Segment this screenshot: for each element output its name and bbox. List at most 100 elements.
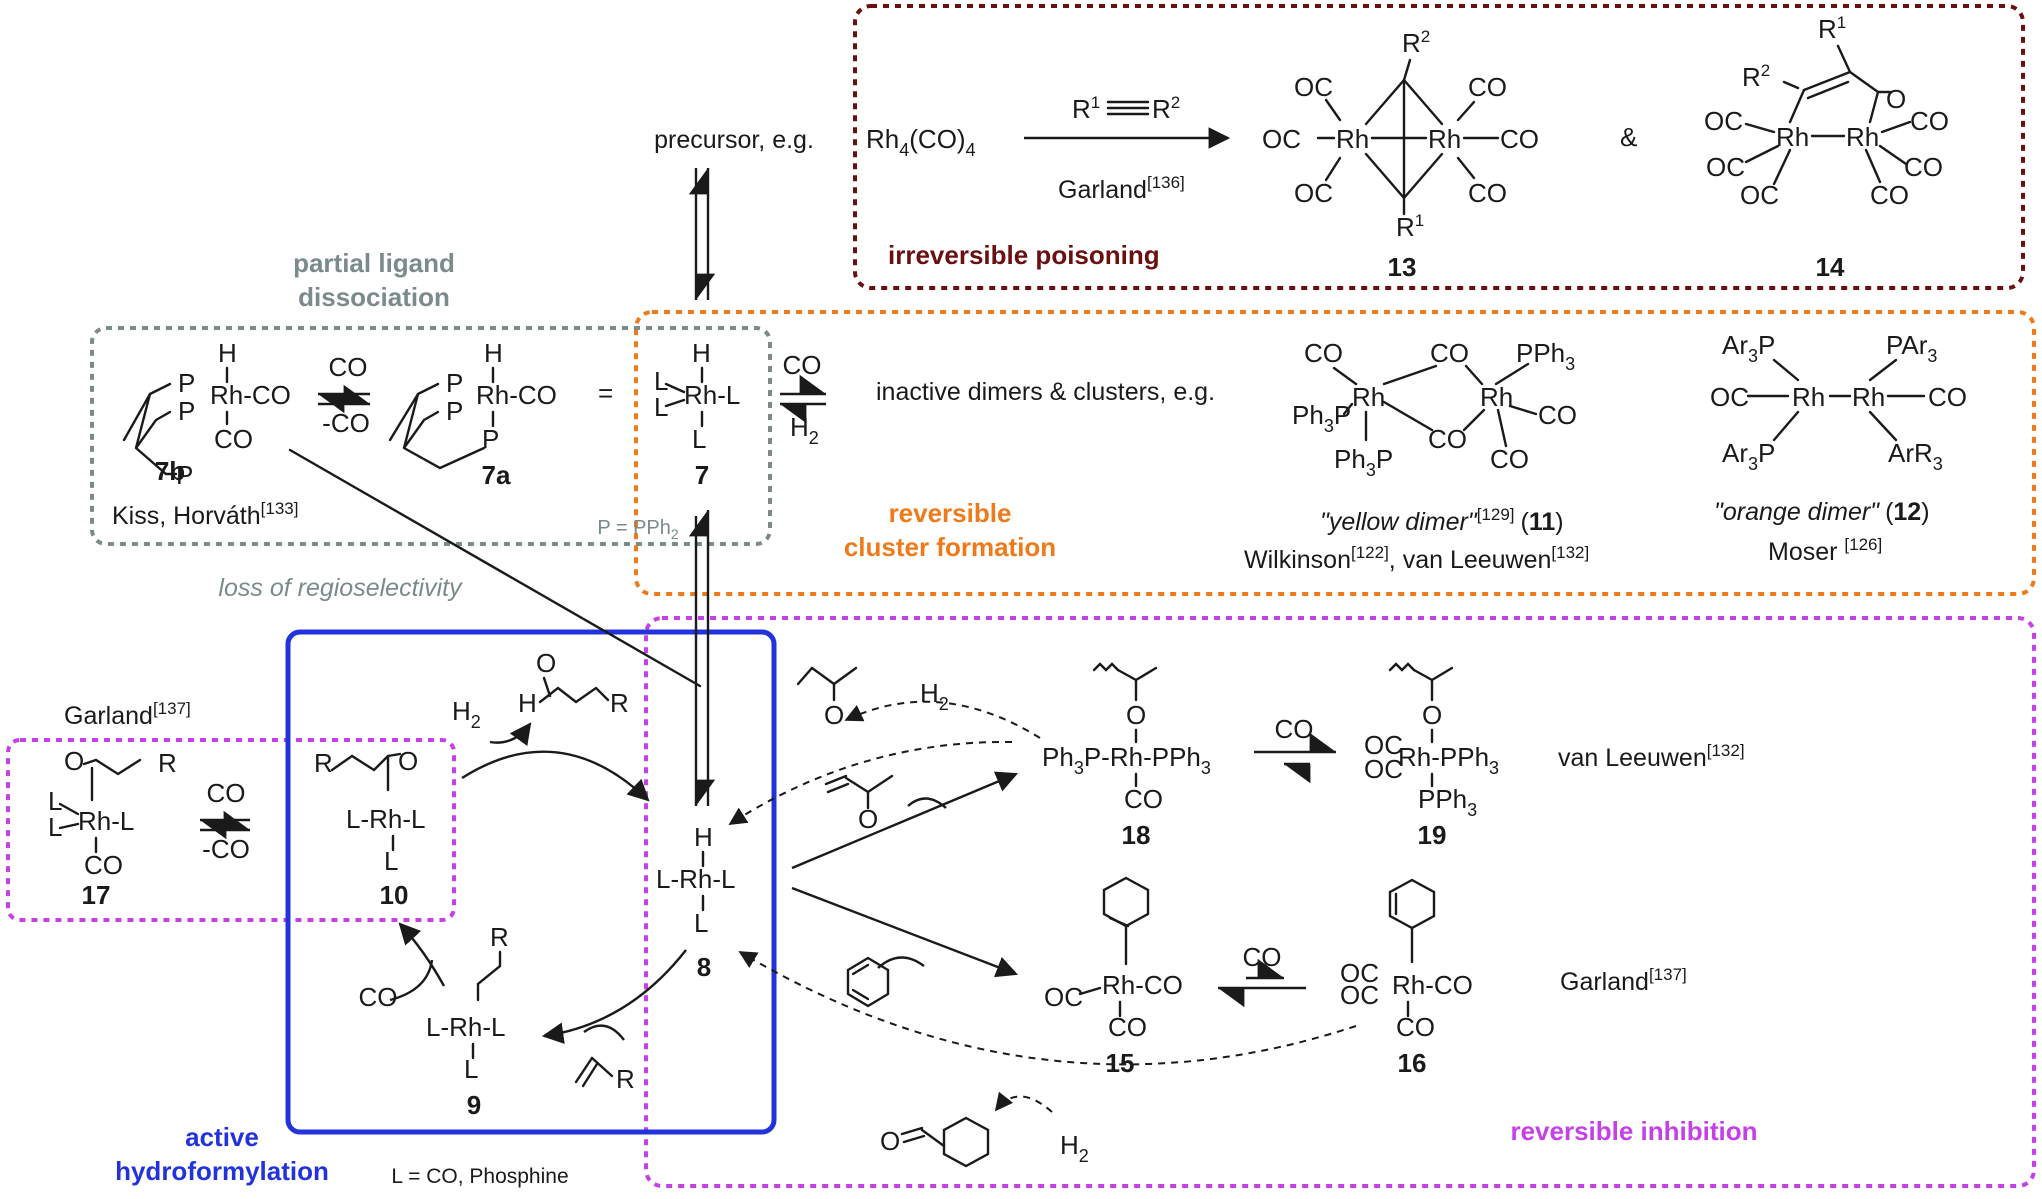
compound-16-label: 16 [1398,1048,1427,1078]
diene-insert-arc [877,956,925,969]
svg-text:Rh-CO: Rh-CO [1102,970,1183,1000]
aldehyde-product: H O R [518,648,629,718]
svg-text:R: R [610,688,629,718]
alkyne-reagent: R1 R2 [1072,93,1180,124]
compound-14-label: 14 [1816,252,1845,282]
compound-8-label: 8 [697,952,711,982]
svg-text:CO: CO [1468,72,1507,102]
compound-7-label: 7 [695,460,709,490]
svg-text:OC: OC [1044,982,1083,1012]
svg-text:R: R [490,922,509,952]
svg-text:Rh-CO: Rh-CO [1392,970,1473,1000]
svg-text:O: O [824,700,844,730]
svg-text:R: R [314,748,333,778]
eq-7b-7a-minus-co: -CO [322,408,370,438]
svg-text:Rh: Rh [1852,382,1885,412]
garland-137-top-ref: Garland[137] [64,699,191,730]
compound-17-label: 17 [82,880,111,910]
svg-text:PPh3: PPh3 [1418,784,1477,820]
cluster-label-1: reversible [889,498,1012,528]
svg-text:CO: CO [1396,1012,1435,1042]
svg-text:Rh-L: Rh-L [78,806,134,836]
svg-text:L: L [654,366,668,396]
svg-text:Rh-PPh3: Rh-PPh3 [1398,742,1499,778]
mvk-substrate: O [824,774,894,834]
svg-text:O: O [64,746,84,776]
svg-text:CO: CO [1500,124,1539,154]
svg-text:CO: CO [84,850,123,880]
precursor-label: precursor, e.g. [654,126,814,154]
svg-text:CO: CO [1490,444,1529,474]
eq-17-10-minus-co: -CO [202,834,250,864]
compound-12-structure: Ar3P PAr3 OC Rh Rh CO Ar3P ArR3 [1710,330,1967,474]
dash-18-to-butanone [844,700,1041,739]
svg-text:O: O [1422,700,1442,730]
svg-text:O: O [880,1126,900,1156]
svg-text:CO: CO [1904,152,1943,182]
ampersand: & [1620,122,1637,152]
svg-text:Rh: Rh [1352,382,1385,412]
svg-text:O: O [858,804,878,834]
svg-text:L: L [654,392,668,422]
compound-19-structure: O OC OC Rh-PPh3 PPh3 [1364,662,1499,820]
co-insert-arc [389,959,434,1002]
svg-text:L: L [692,424,706,454]
svg-text:Rh: Rh [1480,382,1513,412]
compound-7a-label: 7a [482,460,511,490]
svg-text:Ph3P: Ph3P [1334,444,1393,480]
pph2-legend: P = PPh2 [597,517,679,542]
svg-text:P: P [176,460,193,490]
svg-text:CO: CO [1124,784,1163,814]
svg-text:L: L [694,908,708,938]
eq-17-10-co: CO [207,778,246,808]
garland-136-ref: Garland[136] [1058,173,1185,204]
svg-text:Rh-CO: Rh-CO [476,380,557,410]
svg-text:CO: CO [1468,178,1507,208]
svg-text:R: R [616,1064,635,1094]
svg-text:L-Rh-L: L-Rh-L [346,804,425,834]
poisoning-label: irreversible poisoning [888,240,1160,270]
svg-text:P: P [446,368,463,398]
svg-text:O: O [1886,84,1906,114]
moser-ref: Moser [126] [1768,535,1882,566]
equals-sign: = [598,378,613,408]
compound-16-structure: OC OC Rh-CO CO [1340,878,1473,1042]
butanone-product: O [796,666,858,730]
vanleeuwen-inhib-ref: van Leeuwen[132] [1558,741,1745,772]
alkene-substrate: R [574,1056,635,1094]
svg-text:OC: OC [1294,72,1333,102]
compound-15-label: 15 [1106,1048,1135,1078]
svg-text:H: H [518,688,537,718]
compound-11-structure: CO CO PPh3 Ph3P Rh Rh CO Ph3P CO CO [1292,338,1577,480]
compound-7b-structure: H P P Rh-CO CO P [122,338,291,490]
svg-text:Ar3P: Ar3P [1722,438,1775,474]
inhibition-box [644,616,2036,1188]
svg-text:P: P [446,396,463,426]
eq-7b-7a-co: CO [329,352,368,382]
svg-text:Ar3P: Ar3P [1722,330,1775,366]
compound-8-structure: H L-Rh-L L [656,822,735,938]
svg-text:OC: OC [1364,754,1403,784]
svg-text:CO: CO [1928,382,1967,412]
svg-text:H: H [692,338,711,368]
svg-text:CO: CO [1428,424,1467,454]
svg-text:OC: OC [1340,980,1379,1010]
svg-text:O: O [536,648,556,678]
compound-18-structure: O Ph3P-Rh-PPh3 CO [1042,662,1211,814]
h2-active: H2 [452,696,481,732]
kiss-horvath-ref: Kiss, Horváth[133] [112,499,298,530]
yellow-dimer-label: "yellow dimer"[129](11) [1320,505,1564,536]
rh4co4-formula: Rh4(CO)4 [866,124,976,160]
compound-13-label: 13 [1388,252,1417,282]
svg-text:Rh-CO: Rh-CO [210,380,291,410]
svg-text:CO: CO [1430,338,1469,368]
svg-text:H: H [484,338,503,368]
compound-9-structure: R L-Rh-L L [426,922,509,1084]
partial-box [90,326,772,546]
svg-text:L-Rh-L: L-Rh-L [656,864,735,894]
svg-text:CO: CO [1108,1012,1147,1042]
svg-text:Rh: Rh [1336,124,1369,154]
svg-text:P: P [178,368,195,398]
svg-text:R2: R2 [1742,61,1770,92]
eq-18-19-co: CO [1275,714,1314,744]
